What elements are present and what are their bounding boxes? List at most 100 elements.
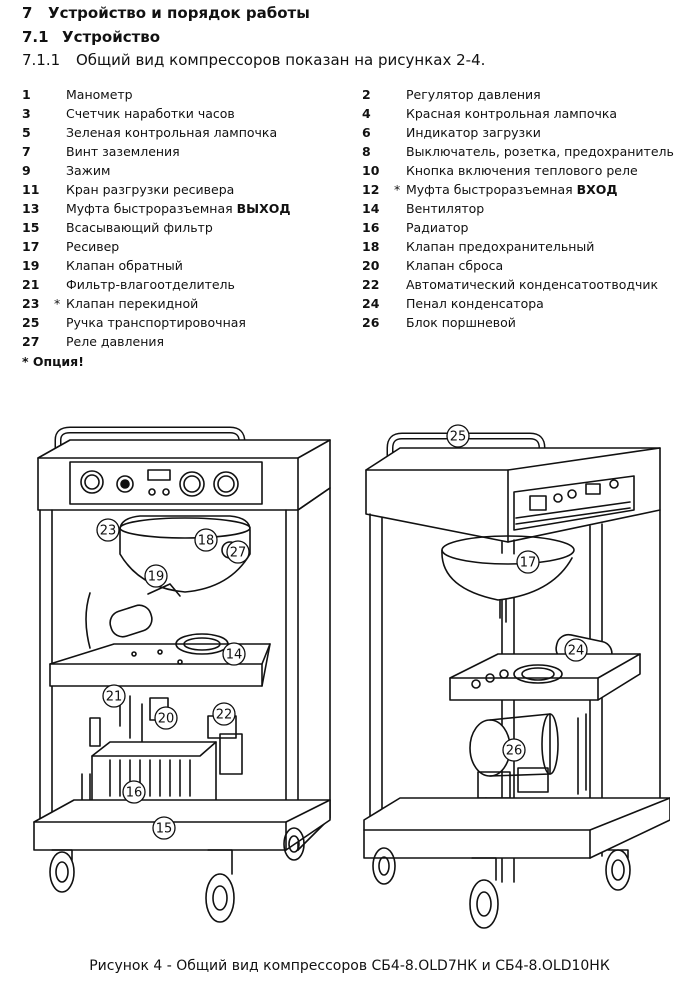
- legend-text-main: Блок поршневой: [406, 315, 516, 330]
- legend-text-main: Индикатор загрузки: [406, 125, 541, 140]
- wheel-icon: [283, 827, 305, 861]
- legend-text: Клапан перекидной: [66, 296, 198, 311]
- callout-circle: [96, 518, 120, 542]
- legend-text-main: Выключатель, розетка, предохранитель: [406, 144, 674, 159]
- legend-text: Винт заземления: [66, 144, 180, 159]
- wheel-icon: [469, 879, 499, 929]
- legend-text: Муфта быстроразъемная ВХОД: [406, 182, 618, 197]
- legend-text-main: Красная контрольная лампочка: [406, 106, 618, 121]
- callout-circle: [446, 424, 470, 448]
- paragraph-text: Общий вид компрессоров показан на рисунк…: [76, 51, 486, 69]
- callout-circle: [144, 564, 168, 588]
- legend-number: 27: [22, 334, 40, 349]
- legend-text: Блок поршневой: [406, 315, 516, 330]
- socket-icon: [529, 495, 547, 511]
- legend-text: Клапан обратный: [66, 258, 183, 273]
- legend-text: Счетчик наработки часов: [66, 106, 235, 121]
- legend-number: 24: [362, 296, 380, 311]
- wheel-icon: [205, 873, 235, 923]
- legend-text-main: Ручка транспортировочная: [66, 315, 246, 330]
- callout-circle: [212, 702, 236, 726]
- callout-circle: [154, 706, 178, 730]
- legend-text-main: Манометр: [66, 87, 133, 102]
- figure-caption: Рисунок 4 - Общий вид компрессоров СБ4-8…: [89, 958, 610, 974]
- callout-number: 14: [226, 648, 243, 663]
- callout-number: 17: [520, 556, 537, 571]
- left-compressor: [33, 426, 331, 923]
- callout-circle: [502, 738, 526, 762]
- regulator-knob-icon: [116, 475, 134, 493]
- section-title: Устройство и порядок работы: [48, 4, 310, 22]
- indicator-lamp-icon: [148, 488, 156, 496]
- callout-number: 16: [126, 786, 143, 801]
- legend-text-main: Фильтр-влагоотделитель: [66, 277, 235, 292]
- callout-circle: [122, 780, 146, 804]
- legend-number: 7: [22, 144, 31, 159]
- legend-number: 16: [362, 220, 380, 235]
- legend-text-main: Зеленая контрольная лампочка: [66, 125, 278, 140]
- legend-number: 21: [22, 277, 40, 292]
- legend-text-main: Вентилятор: [406, 201, 485, 216]
- legend-number: 15: [22, 220, 40, 235]
- legend-text: Реле давления: [66, 334, 164, 349]
- legend-number: 3: [22, 106, 31, 121]
- legend-number: 4: [362, 106, 371, 121]
- callout-number: 19: [148, 570, 165, 585]
- legend-number: 18: [362, 239, 380, 254]
- legend-text-main: Муфта быстроразъемная: [406, 182, 577, 197]
- callout-number: 24: [568, 644, 585, 659]
- legend-text-main: Ресивер: [66, 239, 120, 254]
- legend-number: 20: [362, 258, 380, 273]
- wheel-icon: [49, 851, 75, 893]
- legend-text-main: Муфта быстроразъемная: [66, 201, 237, 216]
- legend-text-main: Реле давления: [66, 334, 165, 349]
- section-heading: 7 Устройство и порядок работы: [22, 4, 310, 22]
- legend-number: 6: [362, 125, 371, 140]
- legend-number: 17: [22, 239, 40, 254]
- legend-number: 13: [22, 201, 40, 216]
- legend-number: 10: [362, 163, 380, 178]
- legend-number: 5: [22, 125, 31, 140]
- subsection-title: Устройство: [62, 28, 161, 46]
- legend-text-bold: ВХОД: [576, 182, 618, 197]
- legend-row: 17 Ресивер 18 Клапан предохранительный: [22, 239, 682, 258]
- legend-text: Кнопка включения теплового реле: [406, 163, 638, 178]
- pressure-gauge-icon: [80, 470, 104, 494]
- legend-text: Автоматический конденсатоотводчик: [406, 277, 658, 292]
- right-compressor: [363, 432, 670, 929]
- callout-number: 15: [156, 822, 173, 837]
- legend-number: 14: [362, 201, 380, 216]
- legend-text: Зажим: [66, 163, 111, 178]
- legend-text: Муфта быстроразъемная ВЫХОД: [66, 201, 291, 216]
- legend-text: Выключатель, розетка, предохранитель: [406, 144, 674, 159]
- callout-circle: [102, 684, 126, 708]
- legend-text-main: Винт заземления: [66, 144, 180, 159]
- callout-circle: [222, 642, 246, 666]
- legend-text: Ресивер: [66, 239, 119, 254]
- legend-row: 13 Муфта быстроразъемная ВЫХОД 14 Вентилято…: [22, 201, 682, 220]
- callout-number: 21: [106, 690, 123, 705]
- legend-text-main: Клапан предохранительный: [406, 239, 595, 254]
- section-number: 7: [22, 4, 33, 22]
- legend-text-bold: ВЫХОД: [236, 201, 291, 216]
- legend-text-main: Кран разгрузки ресивера: [66, 182, 235, 197]
- legend-text: Индикатор загрузки: [406, 125, 541, 140]
- callout-number: 25: [450, 430, 467, 445]
- pressure-gauge-icon: [213, 471, 239, 497]
- legend-text: Фильтр-влагоотделитель: [66, 277, 235, 292]
- legend-text-main: Кнопка включения теплового реле: [406, 163, 638, 178]
- legend-text-main: Клапан перекидной: [66, 296, 199, 311]
- callout-circle: [194, 528, 218, 552]
- legend-text: Вентилятор: [406, 201, 484, 216]
- callout-circle: [226, 540, 250, 564]
- legend-row: 3 Счетчик наработки часов 4 Красная контрол…: [22, 106, 682, 125]
